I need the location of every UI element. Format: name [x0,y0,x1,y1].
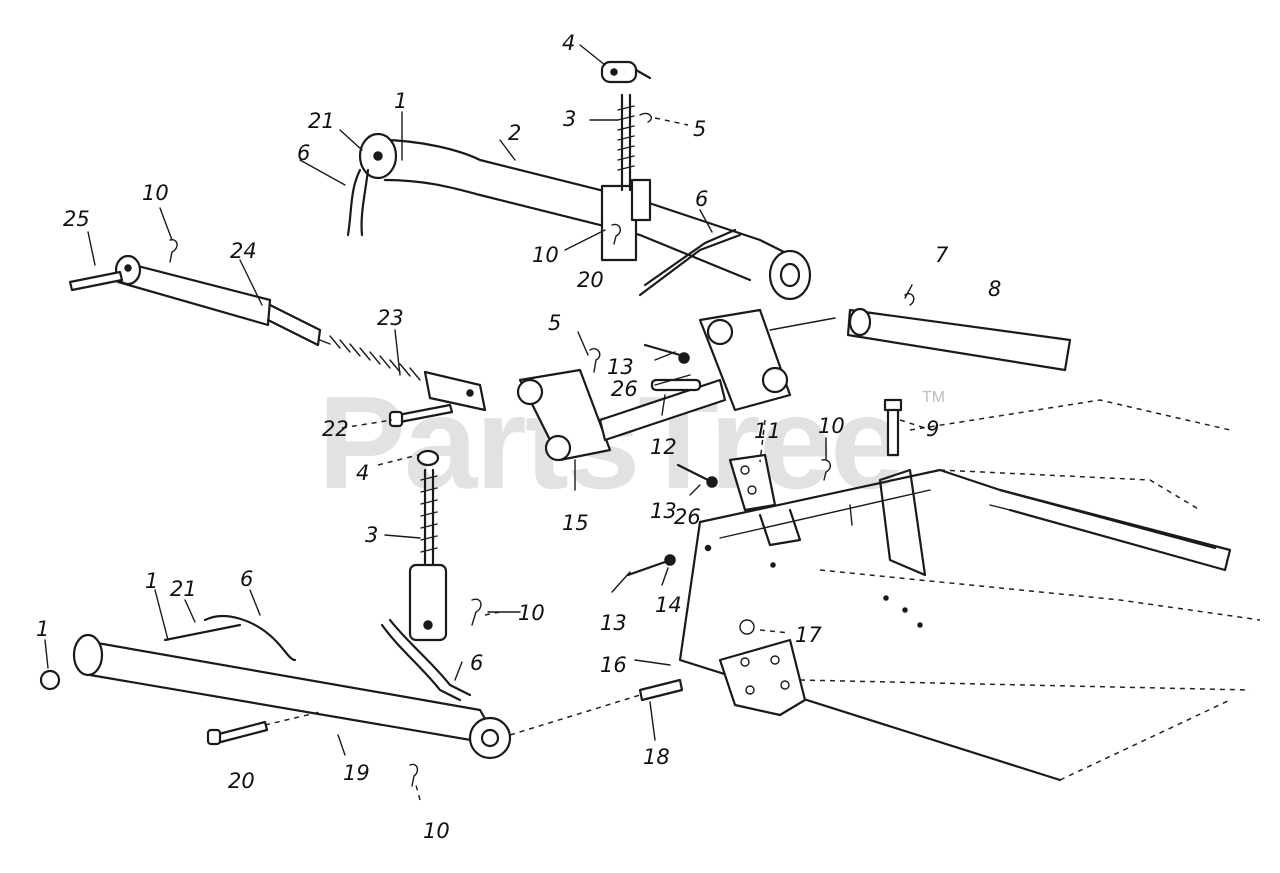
callout: 4 [562,31,575,55]
callout: 7 [935,243,949,267]
callout: 17 [795,623,822,647]
callout: 21 [308,109,335,133]
callout: 14 [655,593,682,617]
callout: 10 [518,601,545,625]
adjuster-screw-lower [408,449,448,642]
callout: 1 [36,617,49,641]
callout: 13 [607,355,634,379]
callout: 12 [650,435,677,459]
hair-pins [169,112,915,787]
callout: 5 [693,117,706,141]
leader-lines [44,44,926,801]
callout: 19 [343,761,370,785]
callout: 8 [988,277,1001,301]
callout: 26 [674,505,701,529]
callout: 13 [600,611,627,635]
callout: 15 [562,511,589,535]
callout-labels: 4 3 5 1 21 2 6 10 25 24 6 10 20 7 8 23 5… [36,31,1001,843]
clevis-pin [388,403,454,428]
callout: 18 [643,745,670,769]
callout: 4 [356,461,369,485]
tractor-frame [678,399,1261,782]
callout: 10 [423,819,450,843]
turnbuckle-rod [68,254,487,412]
cross-rod [769,307,1072,372]
callout: 22 [322,417,349,441]
callout: 6 [695,187,708,211]
callout: 26 [611,377,638,401]
callout: 16 [600,653,627,677]
callout: 6 [240,567,253,591]
callout: 13 [650,499,677,523]
callout: 20 [577,268,604,292]
watermark-brand: PartsTree [318,369,902,516]
callout: 2 [508,121,521,145]
callout: 5 [548,311,561,335]
callout: 1 [394,89,407,113]
callout: 10 [142,181,169,205]
watermark: PartsTree TM [318,369,945,516]
watermark-trademark: TM [922,389,945,406]
lift-arm-lower [39,615,684,760]
callout: 11 [754,419,781,443]
callout: 1 [145,569,158,593]
callout: 10 [532,243,559,267]
callout: 3 [563,107,576,131]
callout: 24 [230,239,257,263]
callout: 3 [365,523,378,547]
callout: 10 [818,414,845,438]
callout: 25 [63,207,90,231]
callout: 6 [470,651,483,675]
callout: 23 [377,306,404,330]
callout: 21 [170,577,197,601]
callout: 20 [228,769,255,793]
callout: 9 [926,417,939,441]
callout: 6 [297,141,310,165]
adjuster-screw-upper [600,60,652,192]
lift-arm-upper [346,132,812,301]
